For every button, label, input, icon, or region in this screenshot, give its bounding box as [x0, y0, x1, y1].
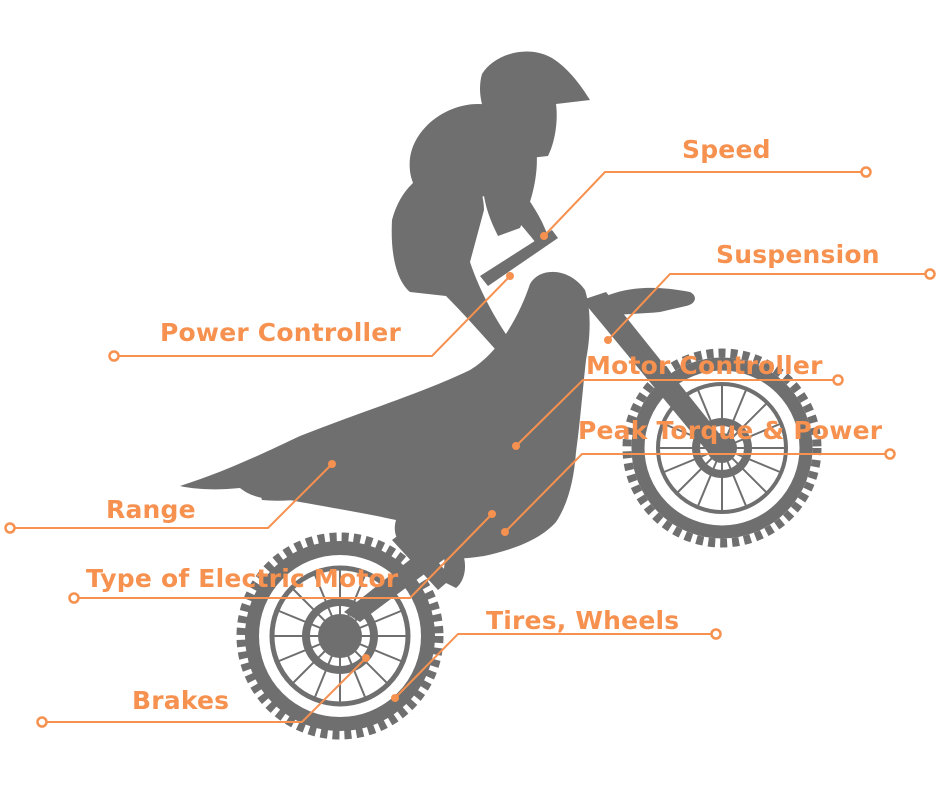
type-of-electric-motor-end-dot [68, 592, 80, 604]
callout-dots [4, 166, 936, 728]
front-fork [582, 292, 734, 462]
label-range: Range [106, 495, 196, 524]
label-power-controller: Power Controller [160, 318, 401, 347]
label-type-of-electric-motor: Type of Electric Motor [86, 564, 399, 593]
range-end-dot [4, 522, 16, 534]
dirt-bike-rider-silhouette [180, 51, 822, 740]
rider-arm [496, 166, 550, 248]
peak-torque-power-callout-line [504, 453, 890, 533]
rear-fender [254, 452, 340, 501]
peak-torque-power-end-dot [884, 448, 896, 460]
range-anchor-dot [328, 460, 336, 468]
tires-wheels-end-dot [710, 628, 722, 640]
speed-end-dot [860, 166, 872, 178]
front-fender [598, 287, 695, 316]
power-controller-end-dot [108, 350, 120, 362]
callout-lines [10, 171, 930, 723]
motor-controller-callout-line [515, 379, 838, 447]
handlebar [480, 230, 558, 286]
peak-torque-power-anchor-dot [501, 528, 509, 536]
label-motor-controller: Motor Controller [586, 351, 823, 380]
brakes-anchor-dot [362, 654, 370, 662]
motor-controller-end-dot [832, 374, 844, 386]
label-suspension: Suspension [716, 240, 880, 269]
brakes-callout-line [42, 657, 367, 723]
label-peak-torque-power: Peak Torque & Power [578, 416, 883, 445]
motor-controller-anchor-dot [512, 442, 520, 450]
power-controller-anchor-dot [506, 272, 514, 280]
rider-legs [391, 168, 510, 350]
type-of-electric-motor-callout-line [74, 513, 493, 599]
label-brakes: Brakes [132, 686, 229, 715]
label-speed: Speed [682, 135, 771, 164]
brakes-end-dot [36, 716, 48, 728]
suspension-end-dot [924, 268, 936, 280]
tires-wheels-callout-line [394, 633, 716, 699]
suspension-anchor-dot [604, 336, 612, 344]
callout-labels: Speed Suspension Power Controller Motor … [86, 135, 883, 715]
label-tires-wheels: Tires, Wheels [486, 606, 679, 635]
type-of-electric-motor-anchor-dot [488, 510, 496, 518]
range-callout-line [10, 463, 333, 529]
tires-wheels-anchor-dot [391, 694, 399, 702]
rider-helmet [480, 51, 590, 158]
power-controller-callout-line [114, 275, 511, 357]
exhaust [440, 540, 466, 588]
suspension-callout-line [607, 273, 930, 341]
speed-anchor-dot [540, 232, 548, 240]
speed-callout-line [543, 171, 866, 237]
bike-body [180, 271, 590, 559]
